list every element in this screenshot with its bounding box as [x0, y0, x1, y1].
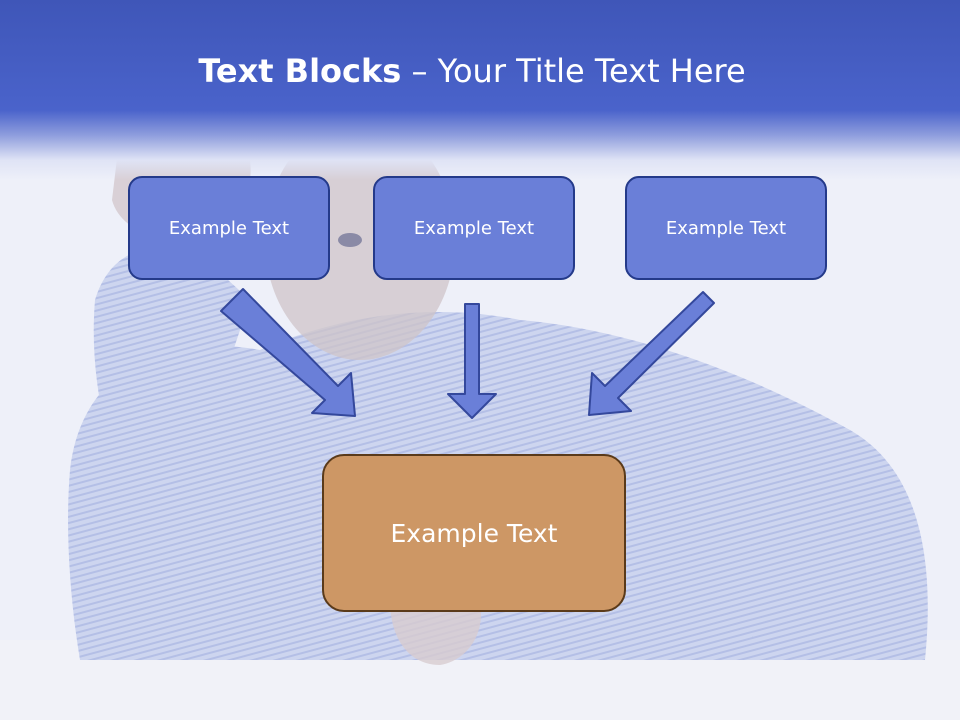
- arrow-middle: [447, 303, 497, 419]
- arrow-right: [588, 291, 715, 416]
- text-block-top-2[interactable]: Example Text: [373, 176, 575, 280]
- slide-title-dash: –: [401, 52, 438, 90]
- slide-title-rest: Your Title Text Here: [437, 52, 746, 90]
- text-block-top-1[interactable]: Example Text: [128, 176, 330, 280]
- text-block-top-2-label: Example Text: [413, 217, 535, 239]
- slide-title-bold: Text Blocks: [198, 52, 402, 90]
- text-block-top-3[interactable]: Example Text: [625, 176, 827, 280]
- text-block-bottom[interactable]: Example Text: [322, 454, 626, 612]
- text-block-top-1-label: Example Text: [168, 217, 290, 239]
- text-block-bottom-label: Example Text: [390, 518, 558, 548]
- text-block-top-3-label: Example Text: [665, 217, 787, 239]
- header-band: [0, 0, 960, 180]
- arrow-left: [220, 288, 356, 417]
- slide-title: Text Blocks – Your Title Text Here: [0, 52, 944, 90]
